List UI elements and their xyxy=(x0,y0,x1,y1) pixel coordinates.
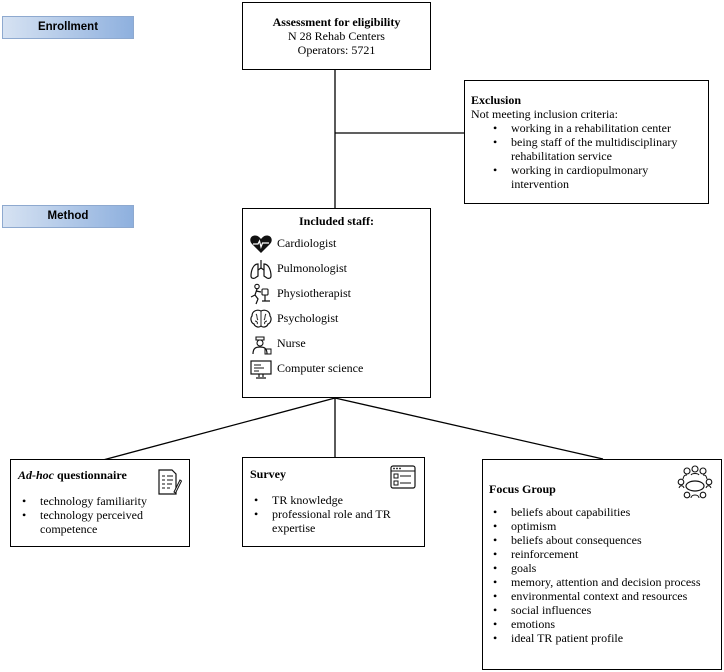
survey-list: TR knowledge professional role and TR ex… xyxy=(250,493,400,535)
focus-group-item: goals xyxy=(489,561,715,575)
focus-group-item: reinforcement xyxy=(489,547,715,561)
exclusion-box: Exclusion Not meeting inclusion criteria… xyxy=(464,80,709,204)
focus-group-item: beliefs about consequences xyxy=(489,533,715,547)
survey-form-icon xyxy=(389,464,417,495)
group-meeting-icon xyxy=(677,464,713,505)
staff-label: Computer science xyxy=(277,361,364,375)
exclusion-item: working in a rehabilitation center xyxy=(489,121,702,135)
assessment-operators: Operators: 5721 xyxy=(297,43,376,57)
staff-item-nurse: Nurse xyxy=(249,331,424,356)
exclusion-list: working in a rehabilitation center being… xyxy=(489,121,702,191)
exclusion-item: working in cardiopulmonary intervention xyxy=(489,163,702,191)
focus-group-box: Focus Group beliefs about capabilities o… xyxy=(482,459,722,670)
focus-group-item: beliefs about capabilities xyxy=(489,505,715,519)
staff-label: Psychologist xyxy=(277,311,339,325)
exclusion-title: Exclusion xyxy=(471,93,522,107)
staff-label: Cardiologist xyxy=(277,236,337,250)
survey-item: professional role and TR expertise xyxy=(250,507,400,535)
staff-item-pulmonologist: Pulmonologist xyxy=(249,256,424,281)
focus-group-item: optimism xyxy=(489,519,715,533)
questionnaire-item: technology perceived competence xyxy=(18,508,163,536)
lungs-icon xyxy=(249,258,273,280)
enrollment-label: Enrollment xyxy=(2,16,134,39)
staff-item-psychologist: Psychologist xyxy=(249,306,424,331)
survey-title: Survey xyxy=(250,467,286,481)
focus-group-item: memory, attention and decision process xyxy=(489,575,715,589)
survey-box: Survey TR knowledge professional role an… xyxy=(242,457,425,547)
staff-title: Included staff: xyxy=(298,214,374,228)
focus-group-item: emotions xyxy=(489,617,715,631)
method-label: Method xyxy=(2,205,134,228)
nurse-icon xyxy=(249,333,273,355)
focus-group-title: Focus Group xyxy=(489,482,556,496)
focus-group-item: environmental context and resources xyxy=(489,589,715,603)
document-checklist-icon xyxy=(156,468,183,501)
exclusion-item: being staff of the multidisciplinary reh… xyxy=(489,135,702,163)
questionnaire-list: technology familiarity technology percei… xyxy=(18,494,163,536)
assessment-centers: N 28 Rehab Centers xyxy=(288,29,385,43)
survey-item: TR knowledge xyxy=(250,493,400,507)
questionnaire-box: Ad-hoc questionnaire technology familiar… xyxy=(10,459,190,547)
staff-item-computer-science: Computer science xyxy=(249,356,424,381)
staff-item-cardiologist: Cardiologist xyxy=(249,231,424,256)
physiotherapy-icon xyxy=(249,283,273,305)
focus-group-list: beliefs about capabilities optimism beli… xyxy=(489,505,715,645)
assessment-title: Assessment for eligibility xyxy=(272,15,401,29)
staff-label: Pulmonologist xyxy=(277,261,348,275)
assessment-box: Assessment for eligibility N 28 Rehab Ce… xyxy=(242,2,431,70)
questionnaire-item: technology familiarity xyxy=(18,494,163,508)
heart-icon xyxy=(249,233,273,255)
staff-label: Physiotherapist xyxy=(277,286,351,300)
staff-item-physiotherapist: Physiotherapist xyxy=(249,281,424,306)
questionnaire-title: Ad-hoc questionnaire xyxy=(18,468,127,482)
exclusion-subtitle: Not meeting inclusion criteria: xyxy=(471,107,618,121)
staff-label: Nurse xyxy=(277,336,306,350)
brain-icon xyxy=(249,308,273,330)
included-staff-box: Included staff: Cardiologist Pulmonologi… xyxy=(242,208,431,398)
computer-icon xyxy=(249,358,273,380)
focus-group-item: ideal TR patient profile xyxy=(489,631,715,645)
focus-group-item: social influences xyxy=(489,603,715,617)
